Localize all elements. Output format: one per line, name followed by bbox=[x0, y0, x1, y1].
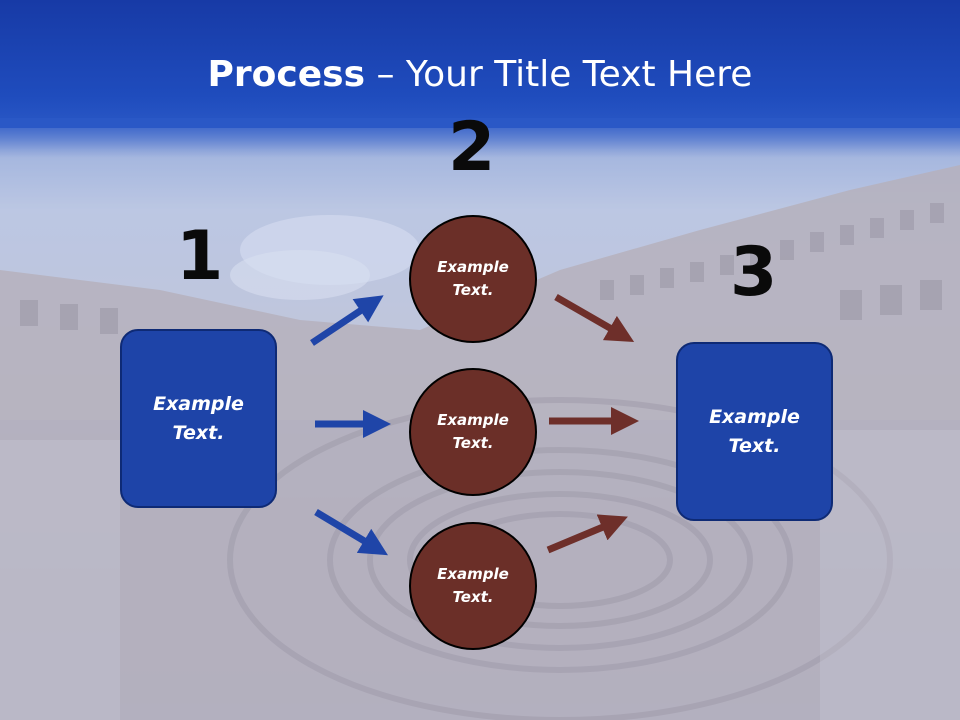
arrow-brown-down bbox=[554, 293, 635, 342]
arrow-blue-down bbox=[314, 508, 389, 556]
arrow-brown-up bbox=[546, 514, 628, 554]
circle-3-line2: Text. bbox=[452, 588, 494, 606]
right-box-line1: Example bbox=[709, 405, 800, 428]
title-rest: – Your Title Text Here bbox=[365, 54, 753, 95]
circle-2-line2: Text. bbox=[452, 434, 494, 452]
circle-1-line1: Example bbox=[437, 258, 509, 276]
right-box-line2: Text. bbox=[728, 434, 781, 457]
step-number-2: 2 bbox=[448, 108, 496, 187]
step-number-3: 3 bbox=[730, 233, 778, 312]
circle-3-line1: Example bbox=[437, 565, 509, 583]
circle-2-line1: Example bbox=[437, 411, 509, 429]
left-box-line2: Text. bbox=[172, 421, 225, 444]
title-bold: Process bbox=[207, 54, 366, 95]
header-fade bbox=[0, 118, 960, 158]
circle-1-line2: Text. bbox=[452, 281, 494, 299]
left-box-line1: Example bbox=[153, 392, 244, 415]
arrow-blue-up bbox=[310, 295, 384, 346]
step-number-1: 1 bbox=[176, 217, 224, 296]
header-band bbox=[0, 0, 960, 128]
slide-title: Process – Your Title Text Here bbox=[0, 52, 960, 98]
